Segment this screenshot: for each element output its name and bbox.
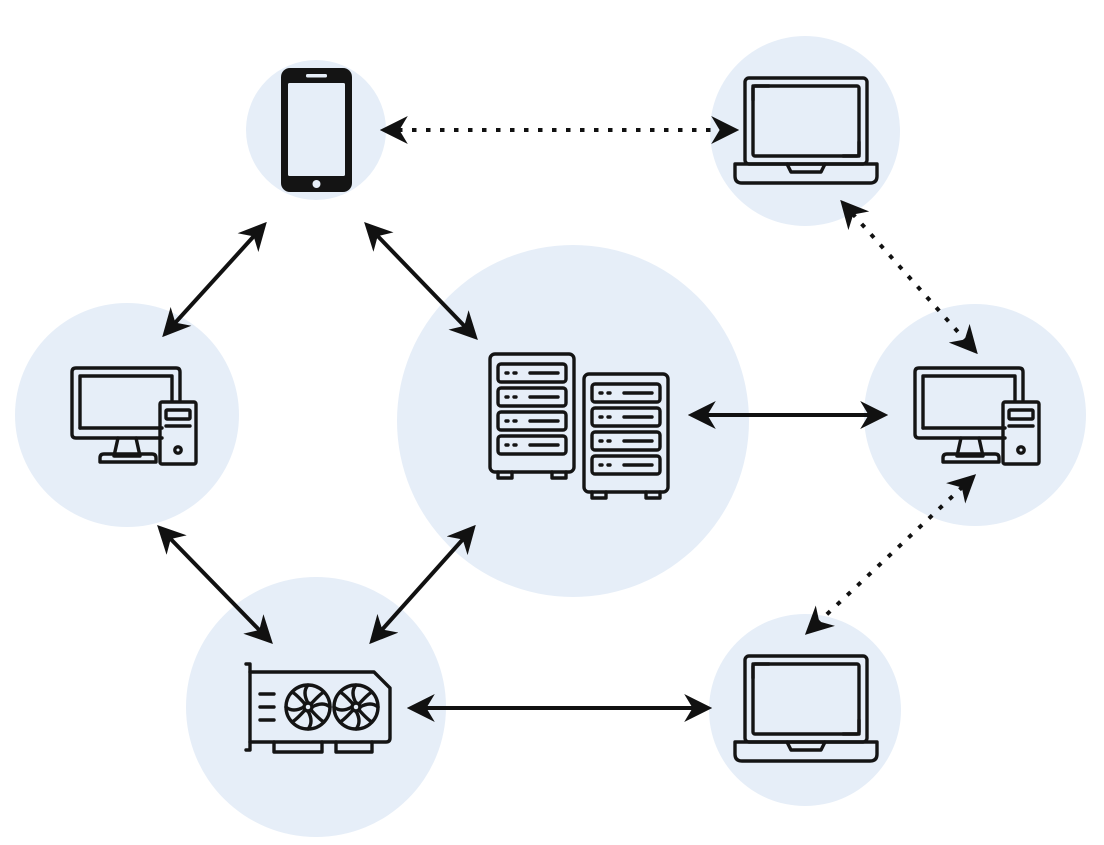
laptop-top-right-node-circle bbox=[710, 36, 900, 226]
connection-server-gpu bbox=[369, 524, 476, 645]
laptop-icon bbox=[733, 654, 879, 763]
connection-smartphone-desktop-left bbox=[162, 221, 267, 338]
connection-desktop-right-laptop-bottom-right bbox=[804, 474, 977, 635]
server-racks-icon bbox=[488, 352, 670, 500]
desktop-computer-icon bbox=[913, 366, 1041, 466]
connection-desktop-left-gpu bbox=[157, 524, 273, 645]
desktop-left-node-circle bbox=[15, 303, 239, 527]
laptop-bottom-right-node-circle bbox=[709, 614, 901, 806]
desktop-computer-icon bbox=[70, 366, 198, 466]
laptop-icon bbox=[733, 76, 879, 185]
gpu-bottom-node-circle bbox=[186, 577, 446, 837]
graphics-card-icon bbox=[244, 662, 392, 754]
connection-laptop-top-right-desktop-right bbox=[840, 199, 978, 355]
connection-smartphone-server bbox=[364, 221, 478, 341]
connections bbox=[157, 116, 978, 722]
desktop-right-node-circle bbox=[864, 304, 1086, 526]
smartphone-icon bbox=[281, 68, 352, 192]
